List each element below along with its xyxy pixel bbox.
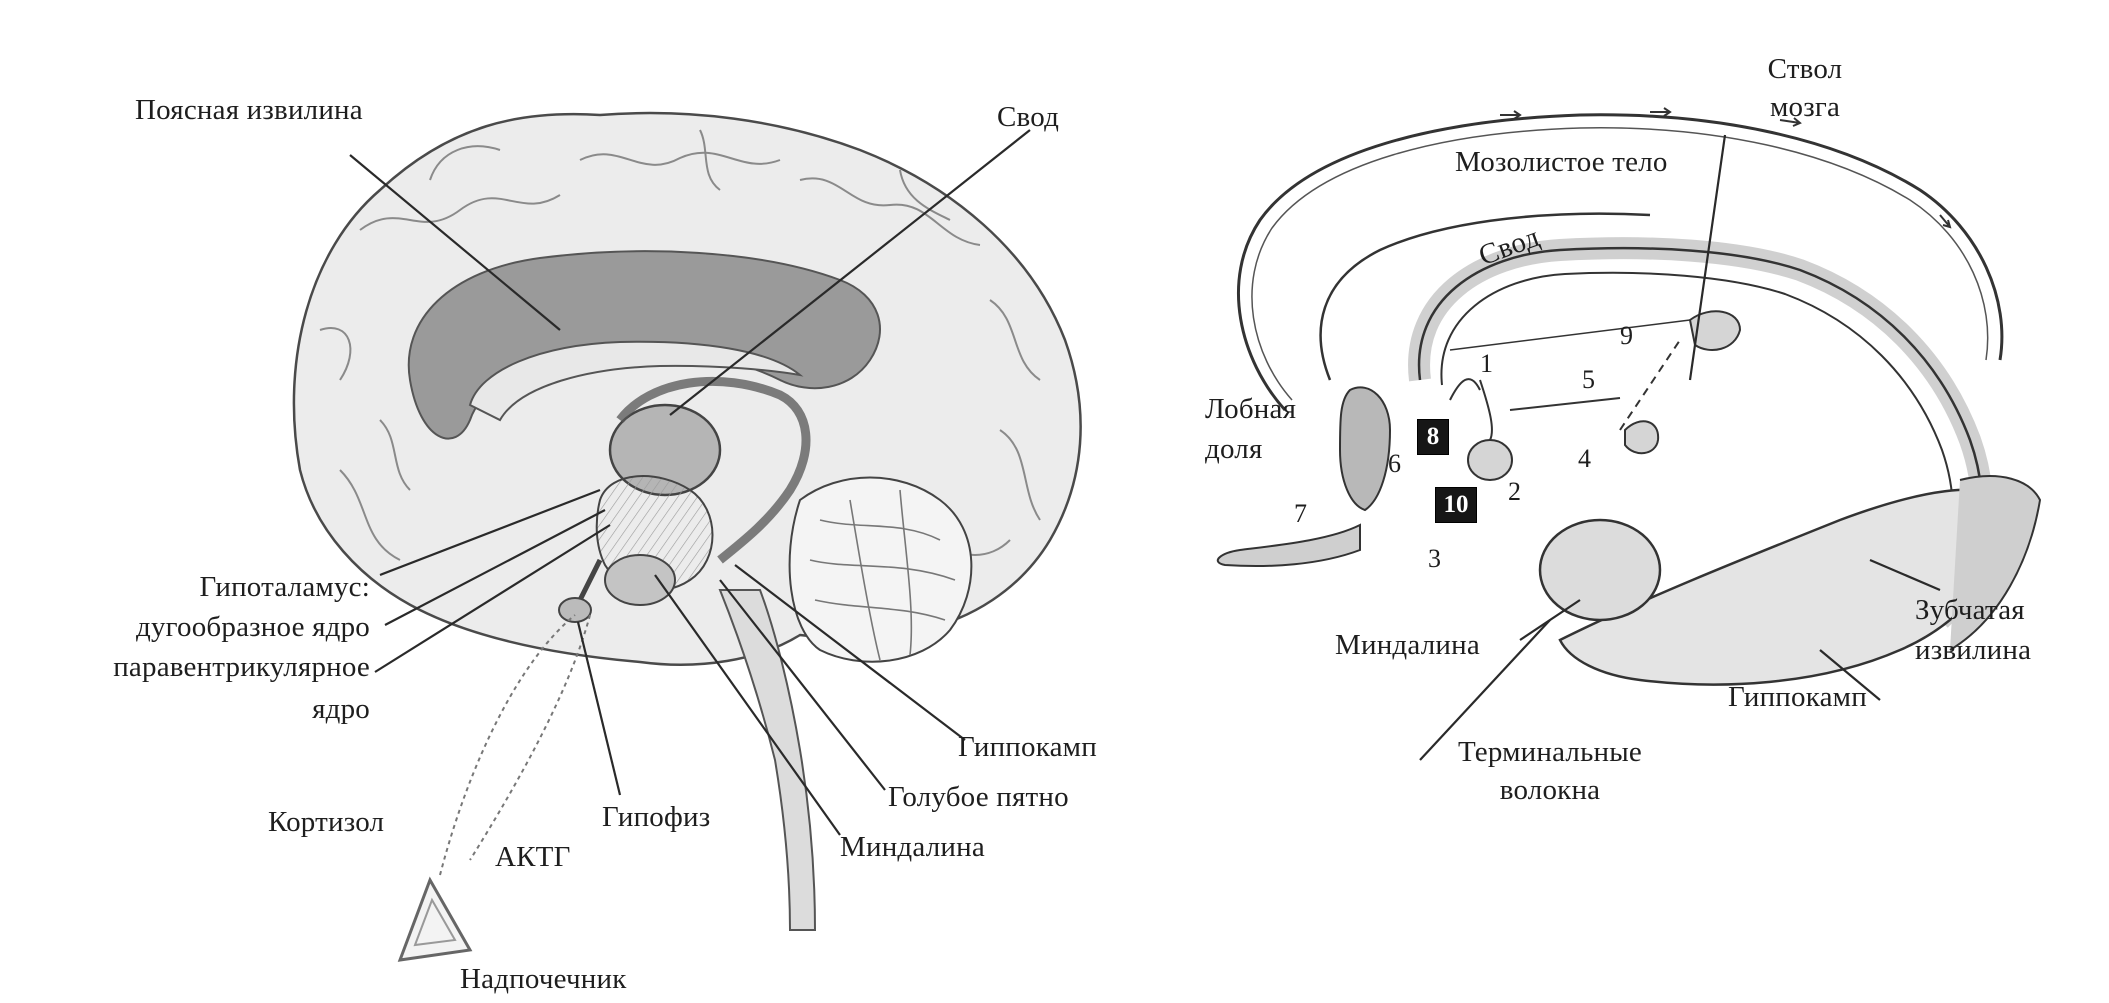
label-brainstem-2: мозга	[1769, 91, 1841, 123]
label-cingulate-gyrus: Поясная извилина	[135, 94, 363, 126]
marker-5: 5	[1582, 365, 1595, 394]
label-arcuate-nucleus: дугообразное ядро	[136, 611, 370, 643]
marker-9: 9	[1620, 321, 1633, 350]
label-hippocampus-right: Гиппокамп	[1728, 681, 1867, 713]
amygdala-ellipse	[1538, 518, 1662, 622]
cerebellum	[788, 476, 973, 663]
olfactory-tract	[1216, 523, 1361, 568]
marker-4: 4	[1578, 444, 1591, 473]
label-frontal-lobe: Лобная	[1205, 393, 1297, 425]
inner-contour	[1319, 212, 1651, 381]
label-locus-coeruleus: Голубое пятно	[888, 781, 1069, 813]
amygdala-shape	[604, 554, 676, 606]
label-hippocampus-left: Гиппокамп	[958, 731, 1097, 763]
mammillary-body	[1467, 439, 1513, 481]
label-brainstem: Ствол	[1767, 53, 1843, 85]
label-amygdala-left: Миндалина	[840, 831, 985, 863]
cortisol-pathway	[439, 614, 576, 876]
label-terminal-fibers: Терминальные	[1457, 736, 1643, 768]
cerebellum-folia	[809, 489, 956, 661]
label-dentate-gyrus-2: извилина	[1915, 634, 2032, 666]
right-limbic-illustration	[1216, 107, 2042, 761]
label-hypothalamus: Гипоталамус:	[199, 571, 370, 603]
left-brain-figure: Поясная извилина Свод Гипоталамус: дугоо…	[113, 94, 1097, 995]
internal-pathways	[1449, 319, 1691, 441]
marker-2: 2	[1508, 477, 1521, 506]
frontal-structure	[1338, 386, 1392, 512]
pituitary-gland	[558, 597, 592, 623]
leader-lines-right	[1419, 134, 1941, 761]
label-terminal-fibers-2: волокна	[1499, 774, 1601, 806]
label-pituitary: Гипофиз	[602, 801, 711, 833]
dentate-gyrus	[1949, 475, 2042, 651]
fornix-arc	[616, 376, 811, 564]
leader-lines	[349, 129, 1031, 836]
label-acth: АКТГ	[495, 841, 571, 873]
marker-10-box: 10	[1435, 487, 1477, 523]
label-corpus-callosum: Мозолистое тело	[1455, 146, 1668, 178]
label-adrenal: Надпочечник	[460, 963, 627, 995]
marker-1: 1	[1480, 349, 1493, 378]
label-fornix-left: Свод	[997, 101, 1060, 133]
right-limbic-figure: Ствол мозга Мозолистое тело Свод Лобная …	[1180, 0, 2109, 1003]
corpus-callosum-arc	[1237, 113, 2004, 412]
label-frontal-lobe-2: доля	[1205, 433, 1263, 465]
label-dentate-gyrus: Зубчатая	[1915, 594, 2025, 626]
label-paraventricular-nucleus: паравентрикулярное	[113, 651, 370, 683]
label-amygdala-right: Миндалина	[1335, 629, 1480, 661]
acth-pathway	[469, 614, 591, 861]
brainstem	[718, 589, 817, 931]
marker-8-box: 8	[1417, 419, 1449, 455]
marker-6: 6	[1388, 449, 1401, 478]
left-brain-illustration	[292, 111, 1082, 962]
marker-3: 3	[1428, 544, 1441, 573]
pituitary-stalk	[577, 558, 603, 602]
corpus-callosum	[468, 340, 804, 422]
thalamic-nucleus	[1624, 420, 1660, 455]
label-cortisol: Кортизол	[268, 806, 385, 838]
adrenal-gland	[397, 876, 473, 962]
brainstem-nucleus	[1688, 310, 1742, 351]
callosum-arrows	[1500, 107, 1952, 229]
label-paraventricular-nucleus-2: ядро	[312, 693, 370, 725]
marker-7: 7	[1294, 499, 1307, 528]
